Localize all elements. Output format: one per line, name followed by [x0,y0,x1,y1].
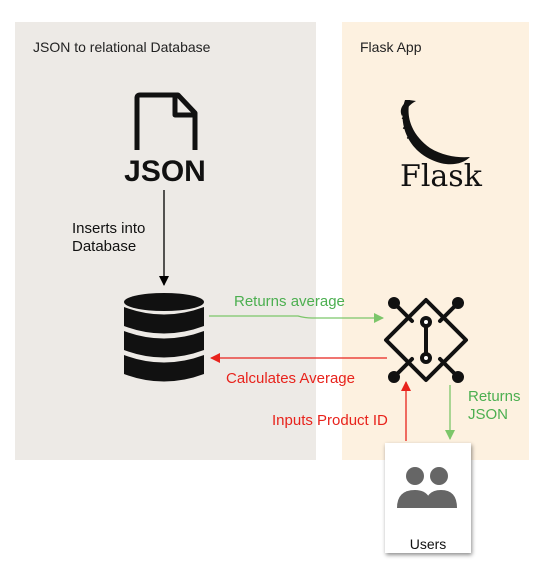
returns-json-label-line2: JSON [468,406,509,423]
json-icon-text: JSON [124,155,206,188]
right-panel-title: Flask App [360,39,422,55]
users-icon [397,467,457,508]
flask-logo-icon [400,100,470,165]
flask-app-panel: Flask App [342,22,529,460]
returns-json-label-line1: Returns [468,388,521,405]
inputs-product-id-label: Inputs Product ID [272,412,388,429]
database-icon [124,293,204,382]
inserts-label-line2: Database [72,238,137,255]
api-node-icon [384,297,468,383]
calculates-average-label: Calculates Average [226,370,355,387]
inserts-label-line1: Inserts into [72,220,146,237]
json-file-icon: JSON [124,92,206,188]
flask-logo-text: Flask [400,159,482,194]
returns-average-label: Returns average [234,293,345,310]
users-card[interactable]: Users [385,443,471,553]
users-label: Users [409,536,447,552]
returns-average-arrow [209,313,384,323]
left-panel-title: JSON to relational Database [33,39,211,55]
